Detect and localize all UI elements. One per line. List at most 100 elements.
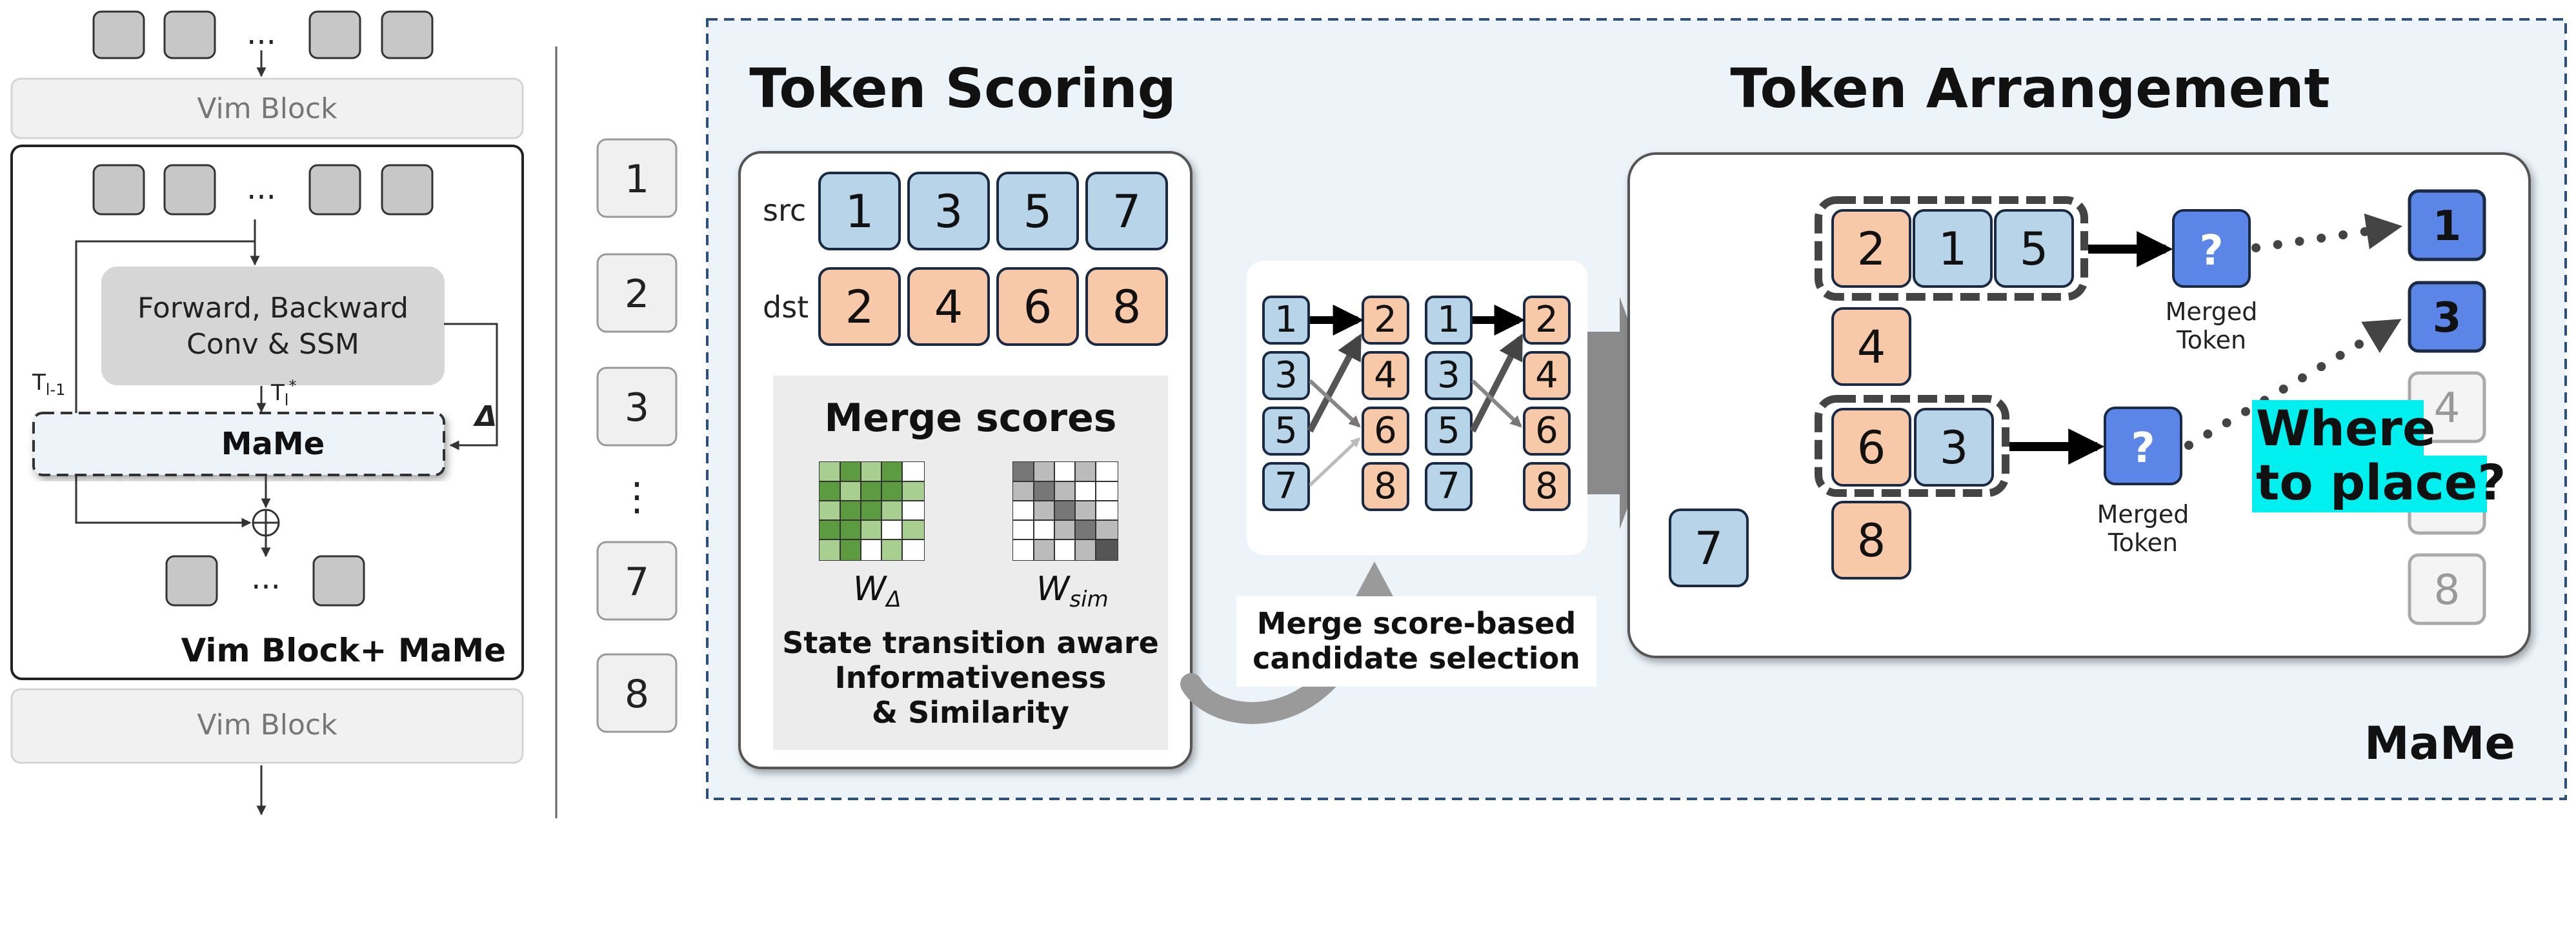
placement-arrow bbox=[2184, 318, 2402, 450]
src-token bbox=[907, 172, 990, 250]
cand-src-token bbox=[1425, 351, 1473, 400]
token-col-box bbox=[596, 367, 678, 447]
cand-dst-token bbox=[1362, 407, 1409, 456]
token-col-label: 8 bbox=[625, 672, 649, 717]
merged-token-symbol: ? bbox=[2199, 227, 2223, 275]
cand-arrow bbox=[1308, 379, 1361, 428]
cand-token-label: 6 bbox=[1374, 410, 1397, 452]
cand-src-token bbox=[1425, 296, 1473, 345]
dst-token-label: 6 bbox=[1023, 281, 1052, 334]
callout-bg-2 bbox=[2252, 456, 2487, 512]
arr-token-label: 1 bbox=[1938, 223, 1967, 276]
cand-token-label: 5 bbox=[1437, 410, 1460, 452]
cand-token-label: 5 bbox=[1274, 410, 1298, 452]
w-delta-matrix bbox=[819, 461, 925, 561]
scoring-caption-1: State transition aware bbox=[782, 625, 1159, 660]
merged-token-label-1: Merged bbox=[2166, 297, 2258, 326]
vim-architecture: ... Vim Block ... Forward, Backward Conv… bbox=[10, 10, 524, 816]
token-col-label: 7 bbox=[625, 559, 649, 605]
conv-ssm-label: Conv & SSM bbox=[186, 328, 359, 361]
cand-dst-token bbox=[1362, 351, 1409, 400]
token-col-box bbox=[596, 541, 678, 621]
out-token-label: 4 bbox=[2434, 385, 2460, 432]
scoring-caption-3: & Similarity bbox=[872, 695, 1069, 730]
mame-module-label: MaMe bbox=[221, 426, 325, 462]
merged-token-label-2: Token bbox=[2108, 529, 2178, 557]
cand-arrow bbox=[1471, 379, 1522, 428]
skip-connection bbox=[75, 240, 255, 528]
cand-token-label: 4 bbox=[1374, 354, 1397, 396]
token-col-box bbox=[596, 253, 678, 333]
token-col-box bbox=[596, 653, 678, 733]
cand-token-label: 7 bbox=[1437, 465, 1460, 507]
vim-block-bottom bbox=[10, 688, 524, 764]
candidate-caption-1: Merge score-based bbox=[1257, 606, 1576, 641]
arr-token-orange bbox=[1831, 209, 1911, 288]
dst-token bbox=[818, 267, 901, 346]
out-token-3 bbox=[2408, 281, 2486, 353]
token-scoring-title: Token Scoring bbox=[749, 57, 1176, 120]
delta-symbol: Δ bbox=[473, 400, 497, 433]
input-token-row: ... bbox=[92, 10, 434, 59]
merged-token-label-2: Token bbox=[2176, 326, 2246, 354]
block-token-row: ... bbox=[92, 164, 434, 216]
output-token bbox=[312, 555, 365, 607]
placement-arrow bbox=[2251, 213, 2403, 252]
dst-token-label: 4 bbox=[934, 281, 963, 334]
block-token bbox=[92, 164, 145, 216]
token-col-ellipsis: ⋮ bbox=[618, 474, 656, 519]
callout-line-2: to place? bbox=[2256, 454, 2506, 511]
input-token bbox=[381, 10, 434, 59]
w-sim-label: Wsim bbox=[1036, 570, 1109, 612]
t-star-label: Tl* bbox=[270, 377, 296, 409]
cand-dst-token bbox=[1362, 462, 1409, 511]
token-col-label: 3 bbox=[625, 385, 649, 430]
cand-token-label: 1 bbox=[1437, 299, 1460, 341]
arr-token-orange bbox=[1831, 501, 1911, 579]
dst-token bbox=[1085, 267, 1168, 346]
token-arrangement-title: Token Arrangement bbox=[1730, 57, 2329, 120]
merge-group-2 bbox=[1815, 395, 2009, 497]
arr-token-orange bbox=[1831, 307, 1911, 386]
output-token-row: ... bbox=[165, 555, 365, 607]
out-token-8 bbox=[2408, 553, 2486, 625]
merged-token-label-1: Merged bbox=[2097, 500, 2189, 529]
vim-block-bottom-label: Vim Block bbox=[197, 709, 337, 741]
vim-block-top-label: Vim Block bbox=[197, 92, 337, 125]
cand-dst-token bbox=[1523, 351, 1571, 400]
cand-src-token bbox=[1262, 296, 1310, 345]
src-token-row: 1 3 5 7 bbox=[818, 172, 1168, 250]
candidate-caption-2: candidate selection bbox=[1253, 641, 1580, 676]
dst-token-label: 8 bbox=[1112, 281, 1142, 334]
cand-token-label: 3 bbox=[1274, 354, 1298, 396]
arr-token-label: 8 bbox=[1857, 514, 1886, 567]
big-flow-arrow bbox=[1587, 297, 1662, 529]
block-token bbox=[308, 164, 361, 216]
input-token bbox=[308, 10, 361, 59]
mame-module bbox=[32, 412, 445, 476]
token-ellipsis: ... bbox=[247, 15, 276, 52]
w-delta-label: WΔ bbox=[853, 570, 901, 612]
cand-token-label: 1 bbox=[1274, 299, 1298, 341]
src-token bbox=[818, 172, 901, 250]
block-token bbox=[163, 164, 216, 216]
arr-token-orange bbox=[1831, 408, 1911, 487]
cand-token-label: 2 bbox=[1535, 299, 1558, 341]
src-token bbox=[1085, 172, 1168, 250]
arr-token-label: 6 bbox=[1857, 421, 1886, 474]
cand-src-token bbox=[1425, 407, 1473, 456]
cand-dst-token bbox=[1523, 407, 1571, 456]
cand-token-label: 3 bbox=[1437, 354, 1460, 396]
callout-line-1: Where bbox=[2256, 399, 2436, 457]
dst-token-label: 2 bbox=[845, 281, 874, 334]
mame-panel-label: MaMe bbox=[2364, 717, 2515, 770]
merged-token-1 bbox=[2172, 209, 2251, 288]
merged-token-symbol: ? bbox=[2131, 425, 2155, 472]
out-token-label: 8 bbox=[2434, 567, 2460, 614]
out-token-label: 1 bbox=[2433, 203, 2462, 250]
arr-token-label: 7 bbox=[1695, 522, 1724, 575]
cand-token-label: 7 bbox=[1274, 465, 1298, 507]
arr-token-label: 3 bbox=[1940, 421, 1969, 474]
cand-arrow bbox=[1469, 333, 1524, 433]
arr-token-blue bbox=[1994, 209, 2074, 288]
